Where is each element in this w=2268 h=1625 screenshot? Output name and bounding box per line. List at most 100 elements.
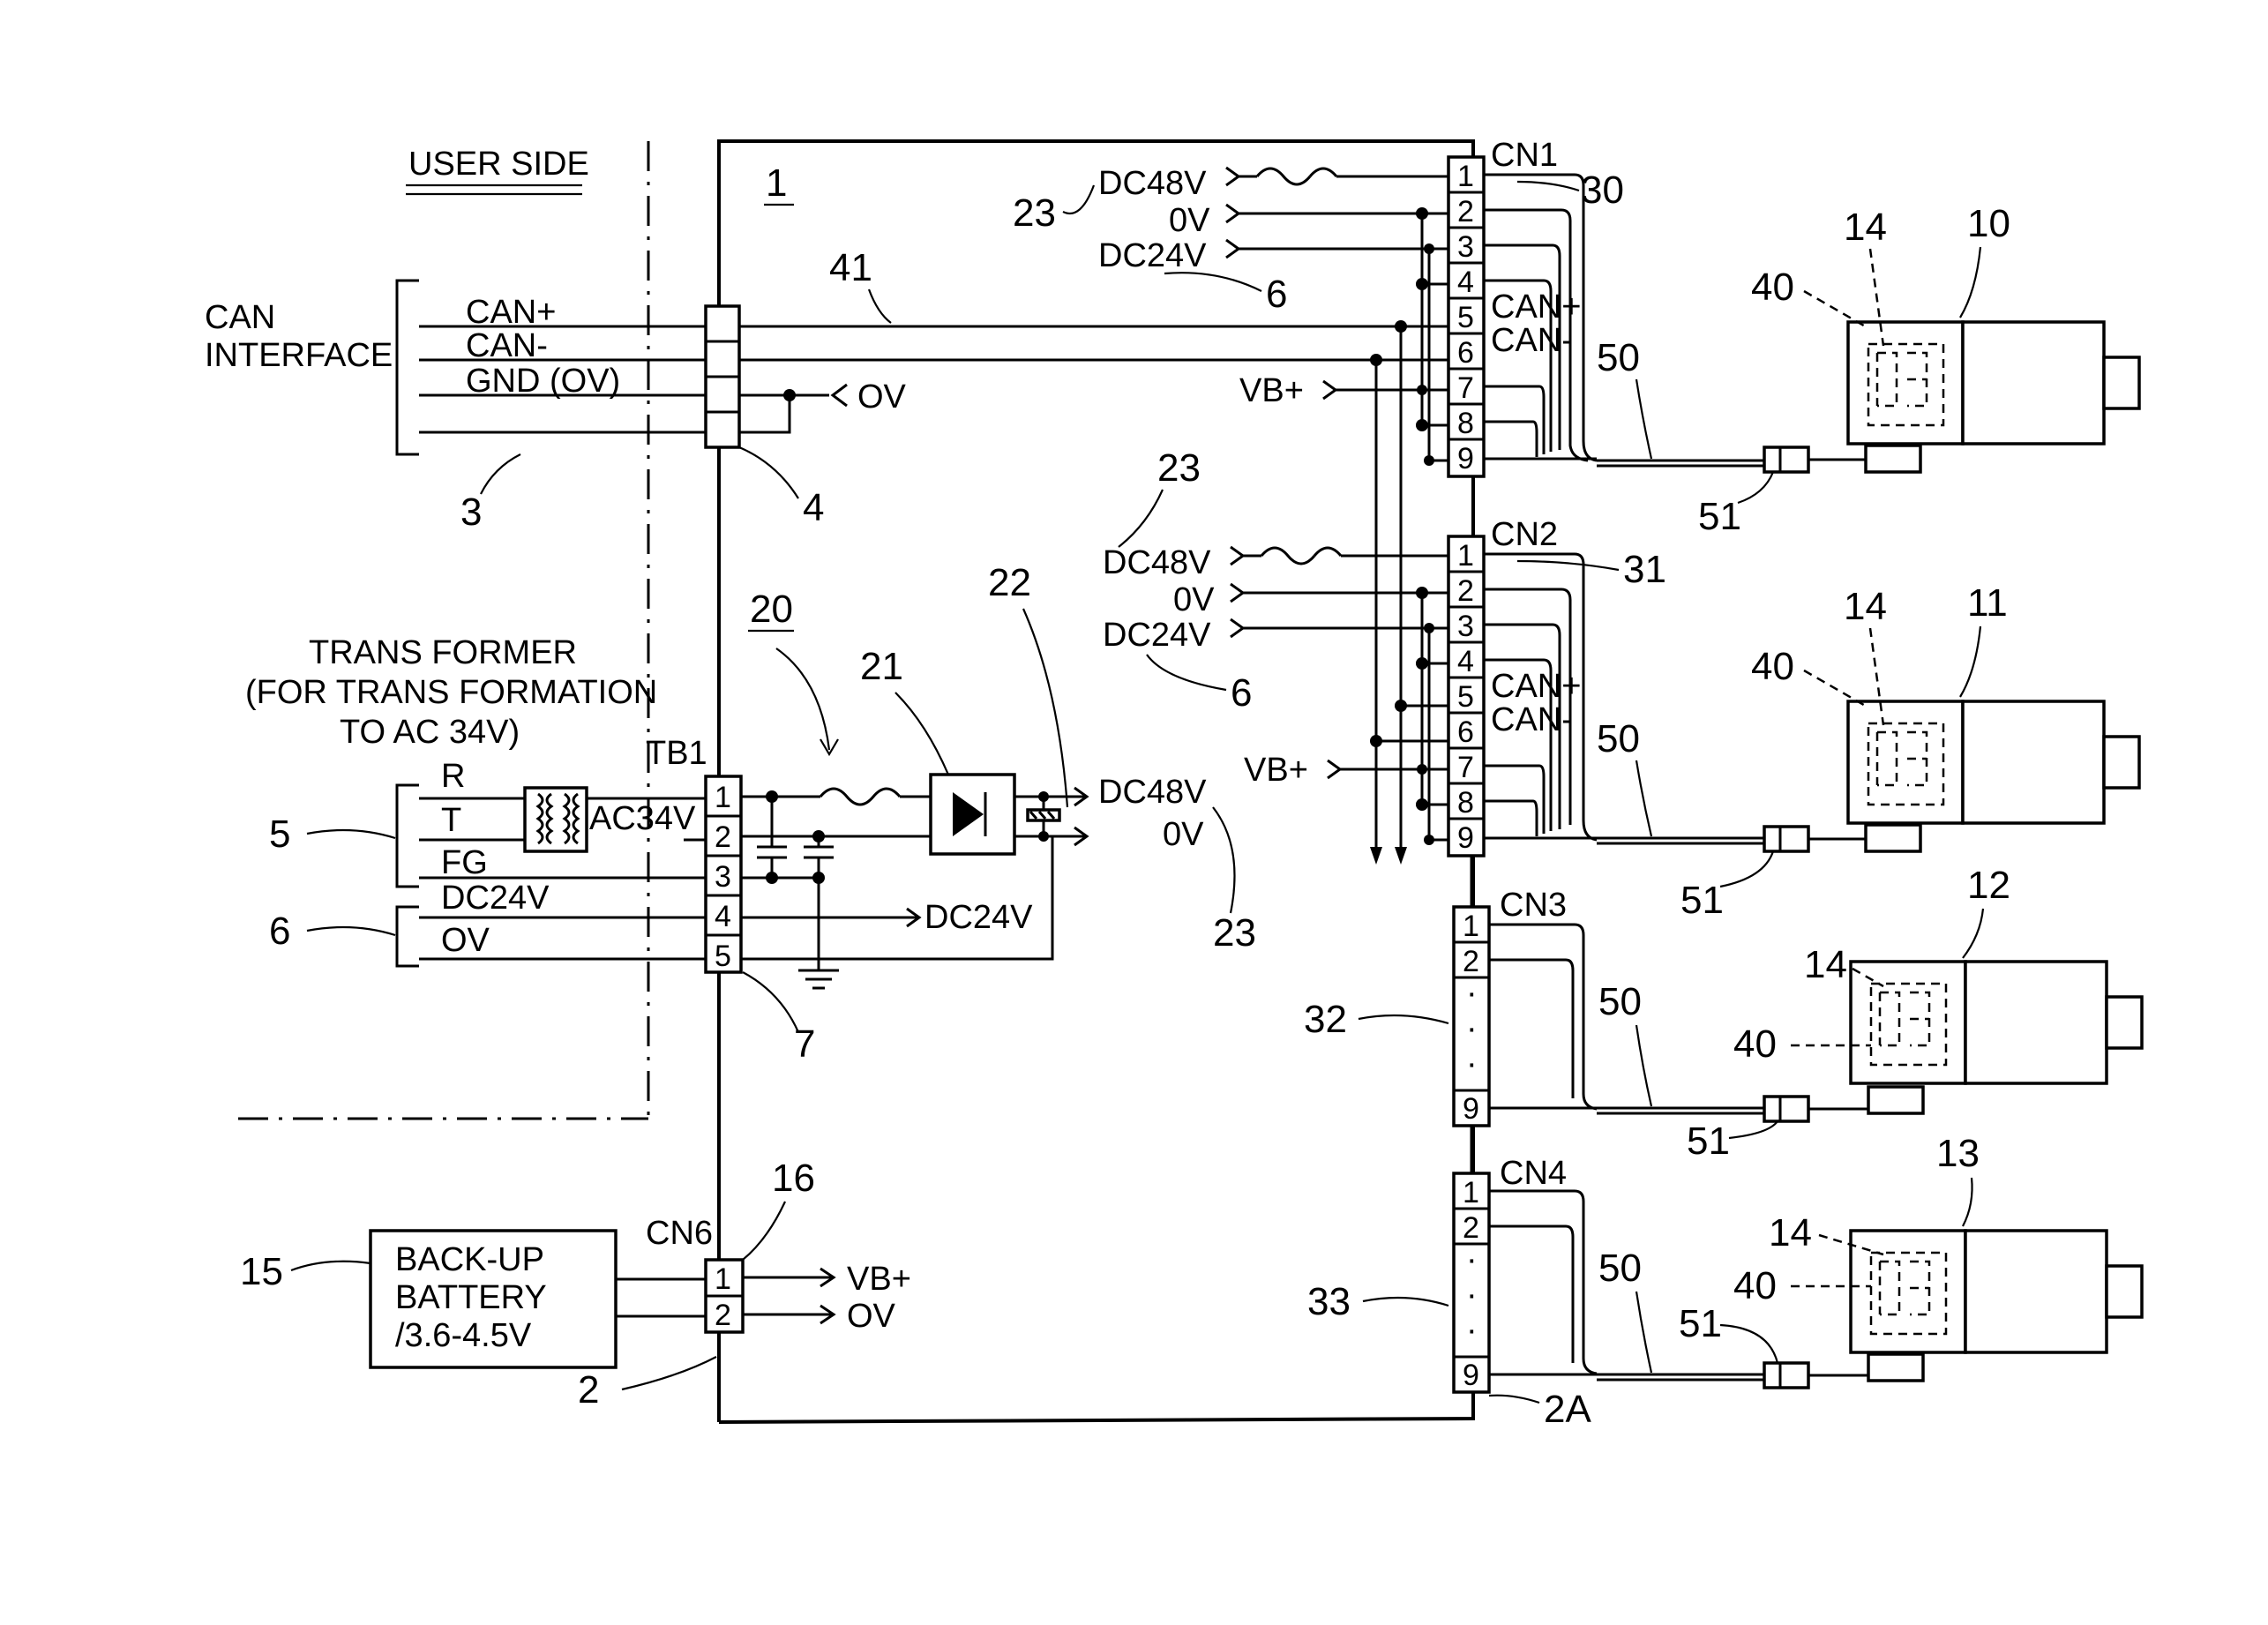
ref-2-leader (622, 1357, 716, 1389)
tb1-pin: 5 (715, 940, 731, 973)
ref-51-a-leader (1738, 472, 1773, 503)
cn1-junction (1424, 243, 1434, 254)
cn2-fuse (1261, 548, 1314, 564)
ov-arrow (833, 385, 847, 406)
ref-50-a-leader (1636, 379, 1651, 459)
ref-30: 30 (1581, 168, 1624, 212)
cn4-connector: CN4 1 2 9 · · · 33 2A (1307, 1126, 1597, 1431)
can-plus-drop-arrow (1395, 847, 1407, 865)
motor-10-plug (1866, 446, 1920, 472)
cn2-fuse-b (1314, 548, 1341, 556)
cn1-fuse (1257, 168, 1310, 184)
ref-23-mid-leader (1119, 490, 1163, 547)
cn4-pin: 9 (1463, 1359, 1479, 1392)
cable-51-cn3 (1764, 1097, 1808, 1121)
cn4-dots: · (1466, 1241, 1478, 1278)
cn2-pin: 9 (1457, 821, 1474, 855)
ref-15: 15 (240, 1250, 283, 1293)
ref-50-b-leader (1636, 760, 1651, 836)
ref-2: 2 (578, 1368, 599, 1412)
can-interface-label-2: INTERFACE (205, 337, 393, 374)
ov-label-can: OV (857, 378, 907, 416)
ref-4-leader (739, 447, 798, 498)
ref-22: 22 (988, 561, 1031, 604)
ref-51-c-leader (1729, 1121, 1778, 1138)
ref-16-leader (743, 1202, 785, 1260)
cn1-pin: 5 (1457, 301, 1474, 334)
ref-23-low: 23 (1213, 911, 1256, 955)
rect-0v-label: 0V (1163, 816, 1204, 853)
gnd-tie-wire (739, 395, 790, 432)
cn1-pin: 2 (1457, 195, 1474, 228)
motor-13-plug (1868, 1354, 1923, 1381)
cn2-pin: 4 (1457, 645, 1474, 678)
ref-23-low-leader (1213, 807, 1235, 913)
cn1-pin: 7 (1457, 371, 1474, 405)
user-side-region: USER SIDE (238, 141, 648, 1119)
cn2-can-minus-junction (1370, 735, 1382, 747)
cn1-dc24v-label: DC24V (1098, 237, 1207, 274)
user-side-label: USER SIDE (408, 146, 589, 183)
can-minus-label: CAN- (466, 327, 548, 364)
ref-6-top: 6 (1266, 273, 1287, 316)
ref-16: 16 (772, 1157, 815, 1200)
ref-51-b: 51 (1680, 879, 1724, 922)
ov-batt-label: OV (847, 1298, 896, 1335)
ref-50-d-leader (1636, 1292, 1651, 1373)
ref-15-leader (291, 1262, 371, 1270)
ref-51-d: 51 (1679, 1302, 1722, 1345)
cn1-junction (1424, 455, 1434, 466)
ov-in-label: OV (441, 922, 490, 959)
cn1-fuse-b (1310, 168, 1336, 176)
motor-unit-10: 10 14 40 50 51 (1597, 202, 2139, 538)
cn4-pin: 1 (1463, 1176, 1479, 1209)
ref-23-top: 23 (1013, 191, 1056, 235)
cn2-junction (1417, 764, 1427, 775)
ref-31-leader (1517, 561, 1619, 570)
ref-6-top-leader (1164, 273, 1261, 291)
ref-33-leader (1363, 1298, 1448, 1306)
ref-40-a: 40 (1751, 266, 1794, 309)
ac34v-label: AC34V (589, 800, 696, 837)
cn1-pin: 4 (1457, 266, 1474, 299)
tb1-pin: 2 (715, 820, 731, 854)
cn1-label: CN1 (1491, 137, 1558, 174)
ref-50-d: 50 (1598, 1247, 1642, 1290)
r-label: R (441, 758, 465, 795)
ref-10: 10 (1967, 202, 2010, 245)
tb1-pin: 1 (715, 781, 731, 814)
cn1-junction (1417, 385, 1427, 395)
can-plus-label: CAN+ (466, 294, 556, 331)
battery-label-1: BACK-UP (395, 1241, 544, 1278)
cn4-pin: 2 (1463, 1211, 1479, 1245)
ref-14-c: 14 (1804, 943, 1847, 986)
cn2-pin: 3 (1457, 610, 1474, 643)
cn4-out-1 (1489, 1191, 1597, 1374)
cable-51-cn1 (1764, 447, 1808, 472)
cn2-pin: 7 (1457, 751, 1474, 784)
cn1-0v-label: 0V (1169, 202, 1210, 239)
can-interface-bracket (397, 281, 419, 454)
cn2-dc48v-label: DC48V (1103, 544, 1211, 581)
cn1-connector: CN1 1 2 3 4 5 6 7 8 9 CAN+ CAN- 30 (1448, 137, 1624, 476)
ref-12: 12 (1967, 864, 2010, 907)
motor-10-shaft (2104, 357, 2139, 408)
ref-5-leader (307, 830, 395, 838)
ref-2A-leader (1489, 1396, 1539, 1403)
cn1-vbplus-label: VB+ (1239, 372, 1304, 409)
motor-11-plug (1866, 825, 1920, 851)
cn2-junction (1424, 835, 1434, 845)
ref-2A: 2A (1544, 1388, 1591, 1431)
cn1-power-inputs: DC48V 0V DC24V VB+ 23 6 (1013, 165, 1448, 466)
ref-11: 11 (1967, 581, 2008, 625)
motor-unit-12: 12 14 40 50 51 (1597, 864, 2142, 1163)
cn3-out-1 (1489, 925, 1597, 1109)
ref-13: 13 (1936, 1132, 1980, 1175)
t-label: T (441, 802, 461, 839)
cn3-out-2 (1489, 960, 1573, 1098)
cn2-vbplus-arrow (1328, 760, 1340, 778)
battery-label-2: BATTERY (395, 1279, 547, 1316)
cn1-junction (1416, 207, 1428, 220)
tb1-pin: 3 (715, 860, 731, 894)
motor-11-body (1963, 701, 2104, 823)
